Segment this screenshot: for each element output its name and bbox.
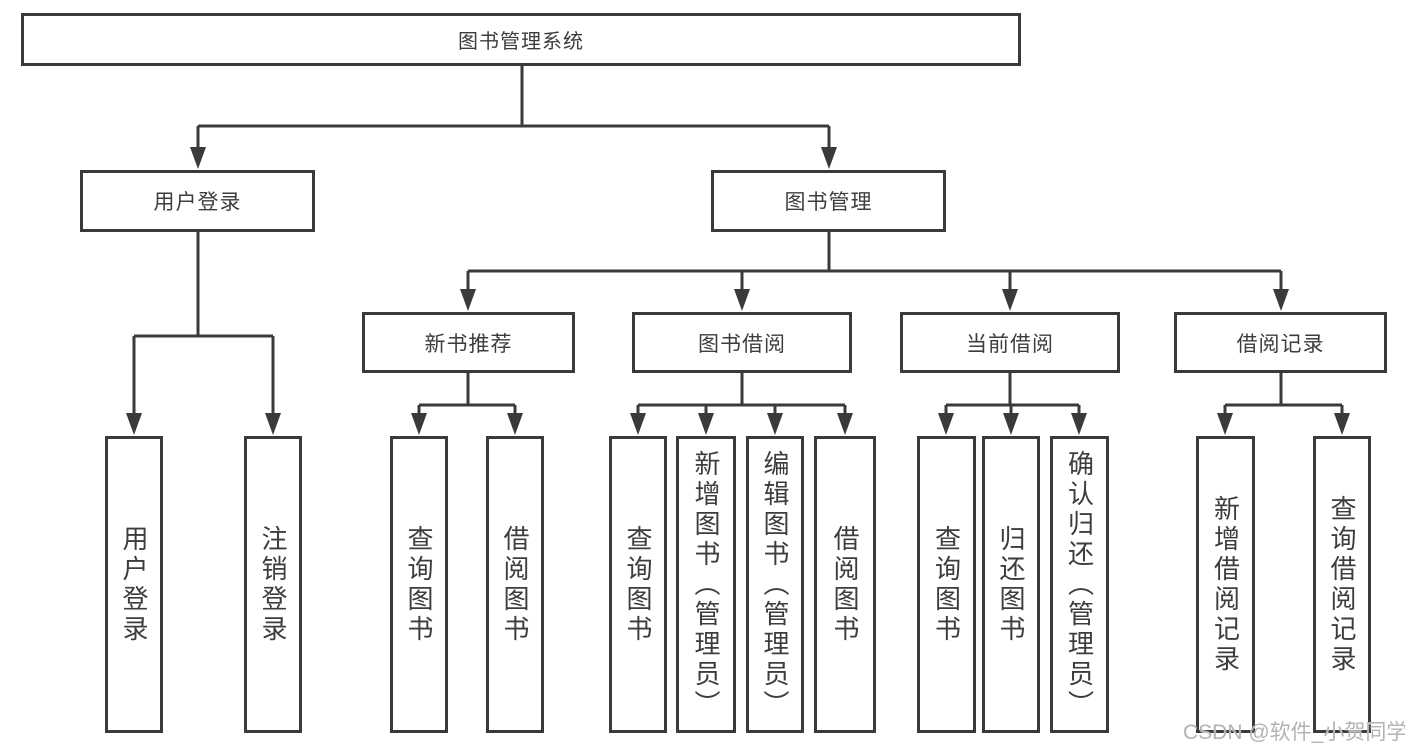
node-current-borrowing: 当前借阅 <box>900 312 1120 373</box>
leaf-edit-book-admin: 编辑图书（管理员） <box>746 436 804 733</box>
leaf-confirm-return-admin-label: 确认归还（管理员） <box>1064 449 1095 720</box>
leaf-add-borrow-record-label: 新增借阅记录 <box>1210 494 1241 675</box>
leaf-confirm-return-admin: 确认归还（管理员） <box>1050 436 1109 733</box>
leaf-query-borrow-record-label: 查询借阅记录 <box>1327 494 1357 675</box>
leaf-query-books-recommend: 查询图书 <box>390 436 448 733</box>
leaf-borrow-books-label: 借阅图书 <box>830 524 860 645</box>
leaf-borrow-books-recommend-label: 借阅图书 <box>500 524 530 645</box>
leaf-query-books-borrow-label: 查询图书 <box>623 524 653 645</box>
node-book-borrowing: 图书借阅 <box>632 312 852 373</box>
node-new-book-recommendation: 新书推荐 <box>362 312 575 373</box>
leaf-user-login: 用户登录 <box>105 436 163 733</box>
leaf-query-books-current-label: 查询图书 <box>931 524 962 645</box>
leaf-query-books-borrow: 查询图书 <box>609 436 667 733</box>
leaf-query-books-current: 查询图书 <box>917 436 976 733</box>
leaf-query-borrow-record: 查询借阅记录 <box>1313 436 1371 733</box>
tree-connector-lines <box>132 66 1344 418</box>
leaf-borrow-books: 借阅图书 <box>814 436 876 733</box>
leaf-logout-login-label: 注销登录 <box>258 524 288 645</box>
leaf-add-book-admin-label: 新增图书（管理员） <box>691 449 721 720</box>
leaf-query-books-recommend-label: 查询图书 <box>404 524 434 645</box>
leaf-logout-login: 注销登录 <box>244 436 302 733</box>
csdn-watermark: CSDN @软件_小贺同学 <box>1183 721 1405 744</box>
leaf-edit-book-admin-label: 编辑图书（管理员） <box>760 449 790 720</box>
arrowhead-icons <box>126 147 1350 435</box>
leaf-add-book-admin: 新增图书（管理员） <box>676 436 736 733</box>
node-book-management: 图书管理 <box>711 170 946 232</box>
node-library-management-system: 图书管理系统 <box>21 13 1021 66</box>
leaf-return-book-label: 归还图书 <box>996 524 1026 645</box>
leaf-user-login-label: 用户登录 <box>119 524 149 645</box>
node-user-login: 用户登录 <box>80 170 315 232</box>
node-borrowing-records: 借阅记录 <box>1174 312 1387 373</box>
leaf-add-borrow-record: 新增借阅记录 <box>1196 436 1255 733</box>
leaf-borrow-books-recommend: 借阅图书 <box>486 436 544 733</box>
leaf-return-book: 归还图书 <box>982 436 1040 733</box>
